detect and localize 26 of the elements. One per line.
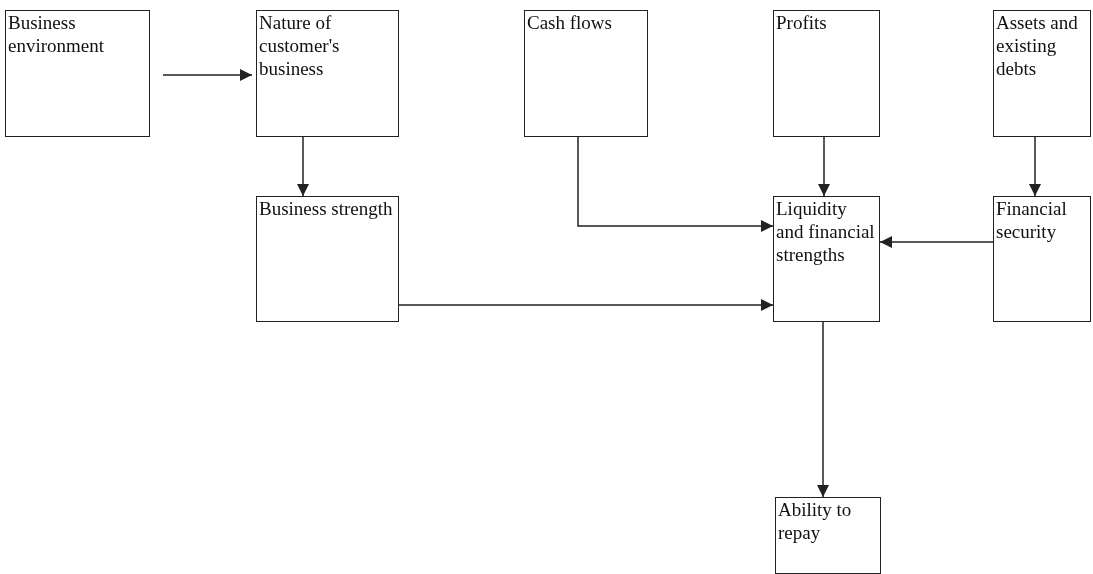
arrow [1029,136,1041,197]
node-label: Profits [776,12,828,35]
arrow [297,136,309,197]
arrow [879,236,994,248]
node-label: Cash flows [527,12,613,35]
text-box [993,10,1091,137]
arrow [818,136,830,197]
text-box [773,196,880,322]
text-box [993,196,1091,322]
node-label: Business environment [8,12,106,58]
node-label: Assets and existing debts [996,12,1079,81]
node-label: Nature of customer's business [259,12,341,81]
text-box [775,497,881,574]
arrow [162,69,253,81]
node-label: Financial security [996,198,1068,244]
text-box [5,10,150,137]
arrow [817,321,829,498]
node-label: Business strength [259,198,394,221]
node-label: Liquidity and financial strengths [776,198,876,267]
arrow [398,299,774,311]
text-box [524,10,648,137]
arrow [577,136,774,232]
text-box [256,10,399,137]
text-box [773,10,880,137]
text-box [256,196,399,322]
node-label: Ability to repay [778,499,853,545]
